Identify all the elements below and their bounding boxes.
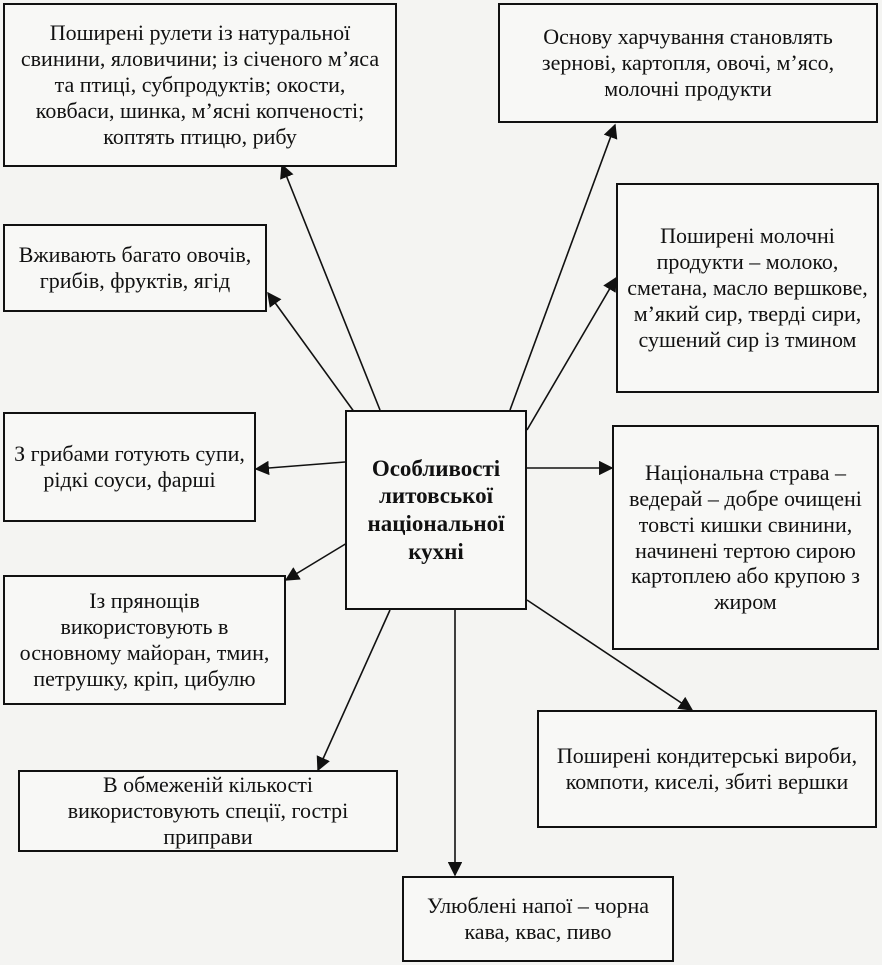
box-vederai: Національна страва – ведерай – добре очи…: [612, 425, 879, 650]
box-confectionery: Поширені кондитерські вироби, компоти, к…: [537, 710, 877, 828]
box-spices: Із прянощів використовують в основному м…: [3, 575, 286, 705]
arrow-to-vegetables: [267, 291, 361, 421]
box-rolls: Поширені рулети із натуральної свинини, …: [3, 3, 397, 167]
box-drinks: Улюблені напої – чорна кава, квас, пиво: [402, 876, 674, 962]
arrow-to-spices: [284, 539, 353, 581]
arrow-to-mushrooms: [254, 460, 346, 476]
arrow-to-dairy: [526, 276, 617, 431]
box-mushrooms: З грибами готують супи, рідкі соуси, фар…: [3, 412, 256, 522]
box-limited-spices: В обмеженій кількості використовують спе…: [18, 770, 398, 852]
center-title: Особливості литовської національної кухн…: [345, 410, 527, 610]
arrow-to-diet: [509, 123, 618, 411]
arrow-to-confectionery: [526, 599, 694, 711]
box-vegetables: Вживають багато овочів, грибів, фруктів,…: [3, 224, 267, 312]
arrow-to-limited-spices: [316, 609, 391, 772]
box-diet: Основу харчування становлять зернові, ка…: [498, 3, 878, 123]
box-dairy: Поширені молочні продукти – молоко, смет…: [616, 183, 879, 393]
arrow-to-rolls: [280, 163, 381, 411]
